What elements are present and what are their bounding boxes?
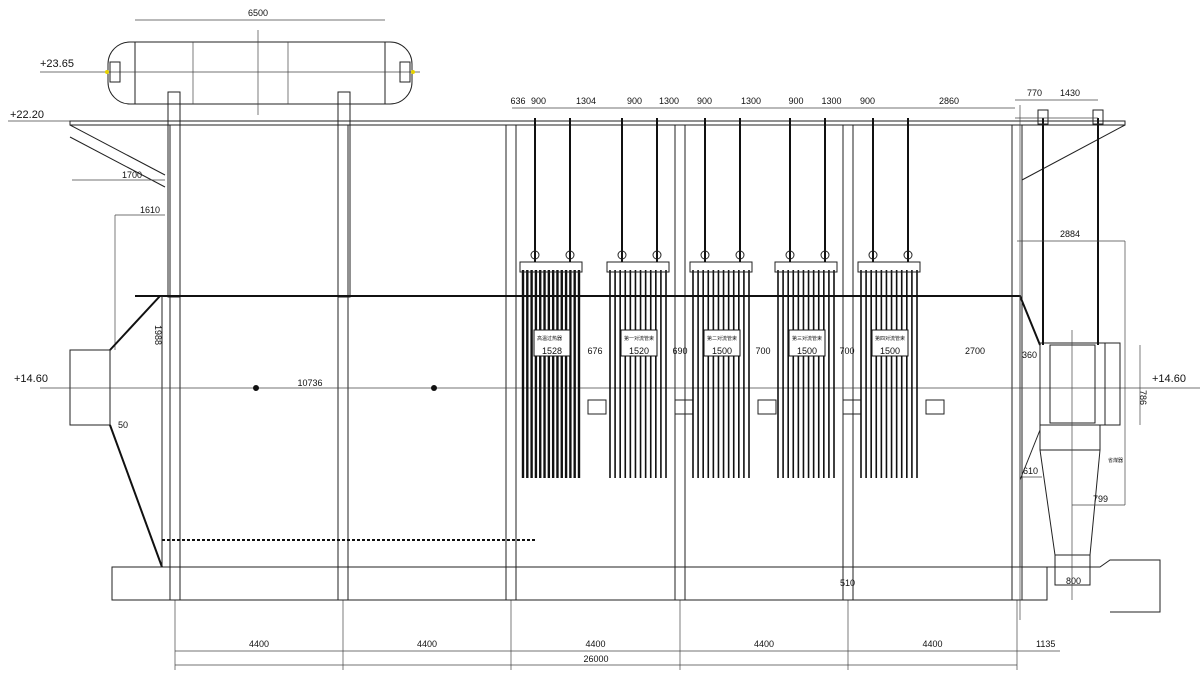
tube-bank-name: 高温过热器 <box>537 335 562 342</box>
drum-length-label: 6500 <box>248 8 268 18</box>
column <box>505 124 517 601</box>
column <box>674 124 686 601</box>
total-length-label: 26000 <box>583 654 608 664</box>
tube-bank: 第一对流管束 1520 <box>606 118 694 478</box>
right-799-label: 799 <box>1093 494 1108 504</box>
elevation-center-right: +14.60 <box>1152 373 1186 385</box>
elevation-top-beam: +22.20 <box>10 109 44 121</box>
top-spacing-label: 900 <box>860 96 875 106</box>
top-right-label: 1430 <box>1060 88 1080 98</box>
gap-360-label: 360 <box>1022 350 1037 360</box>
top-spacing-label: 1304 <box>576 96 596 106</box>
top-spacing-label: 900 <box>531 96 546 106</box>
tube-bank-width: 1500 <box>880 346 900 356</box>
furnace-length-label: 10736 <box>297 378 322 388</box>
bay-dimension-label: 4400 <box>922 639 942 649</box>
tube-bank: 第四对流管束 1500 <box>857 118 945 478</box>
right-width-label: 2884 <box>1060 229 1080 239</box>
bay-dimension-label: 4400 <box>417 639 437 649</box>
top-spacing-label: 900 <box>697 96 712 106</box>
tube-bank-name: 第三对流管束 <box>792 335 822 342</box>
tube-bank-name: 第四对流管束 <box>875 335 905 342</box>
bay-dimension-label: 4400 <box>249 639 269 649</box>
hopper-label: 800 <box>1066 576 1081 586</box>
tube-bank-name: 第二对流管束 <box>707 335 737 342</box>
gap-dimension-label: 690 <box>672 346 687 356</box>
bay-dimension-label: 4400 <box>754 639 774 649</box>
tube-bank: 第二对流管束 1500 <box>689 118 777 478</box>
top-spacing-label: 2860 <box>939 96 959 106</box>
steel-frame <box>69 91 1126 670</box>
front-offset-label: 1610 <box>140 205 160 215</box>
tube-bank-width: 1500 <box>712 346 732 356</box>
elevation-drum: +23.65 <box>40 58 74 70</box>
top-right-label: 770 <box>1027 88 1042 98</box>
end-offset-label: 1135 <box>1036 639 1055 649</box>
column <box>169 124 181 601</box>
tube-bank: 第三对流管束 1500 <box>774 118 862 478</box>
top-spacing-label: 900 <box>788 96 803 106</box>
gap-dimension-label: 700 <box>839 346 854 356</box>
gap-dimension-label: 700 <box>755 346 770 356</box>
steam-drum <box>40 19 420 115</box>
tube-bank-width: 1500 <box>797 346 817 356</box>
gap-dimension-label: 676 <box>587 346 602 356</box>
top-spacing-label: 900 <box>627 96 642 106</box>
front-height-label: 1988 <box>153 325 163 345</box>
gap-dimension-label: 2700 <box>965 346 985 356</box>
front-small-label: 50 <box>118 420 128 430</box>
column <box>337 124 349 601</box>
bracket-left-label: 1700 <box>122 170 142 180</box>
top-spacing-label: 1300 <box>821 96 841 106</box>
column <box>842 124 854 601</box>
tube-bank-width: 1528 <box>542 346 562 356</box>
elevation-center-left: +14.60 <box>14 373 48 385</box>
tube-bank: 高温过热器 1528 <box>519 118 607 478</box>
right-height-label: 786 <box>1138 390 1148 405</box>
top-spacing-label: 1300 <box>659 96 679 106</box>
economizer-note: 省煤器 <box>1108 457 1123 464</box>
tube-bank-name: 第一对流管束 <box>624 335 654 342</box>
right-610-label: 610 <box>1023 466 1038 476</box>
top-spacing-label: 636 <box>510 96 525 106</box>
economizer-cyclone <box>1015 105 1141 620</box>
bottom-510-label: 510 <box>840 578 855 588</box>
tube-bank-width: 1520 <box>629 346 649 356</box>
bay-dimension-label: 4400 <box>585 639 605 649</box>
top-spacing-label: 1300 <box>741 96 761 106</box>
